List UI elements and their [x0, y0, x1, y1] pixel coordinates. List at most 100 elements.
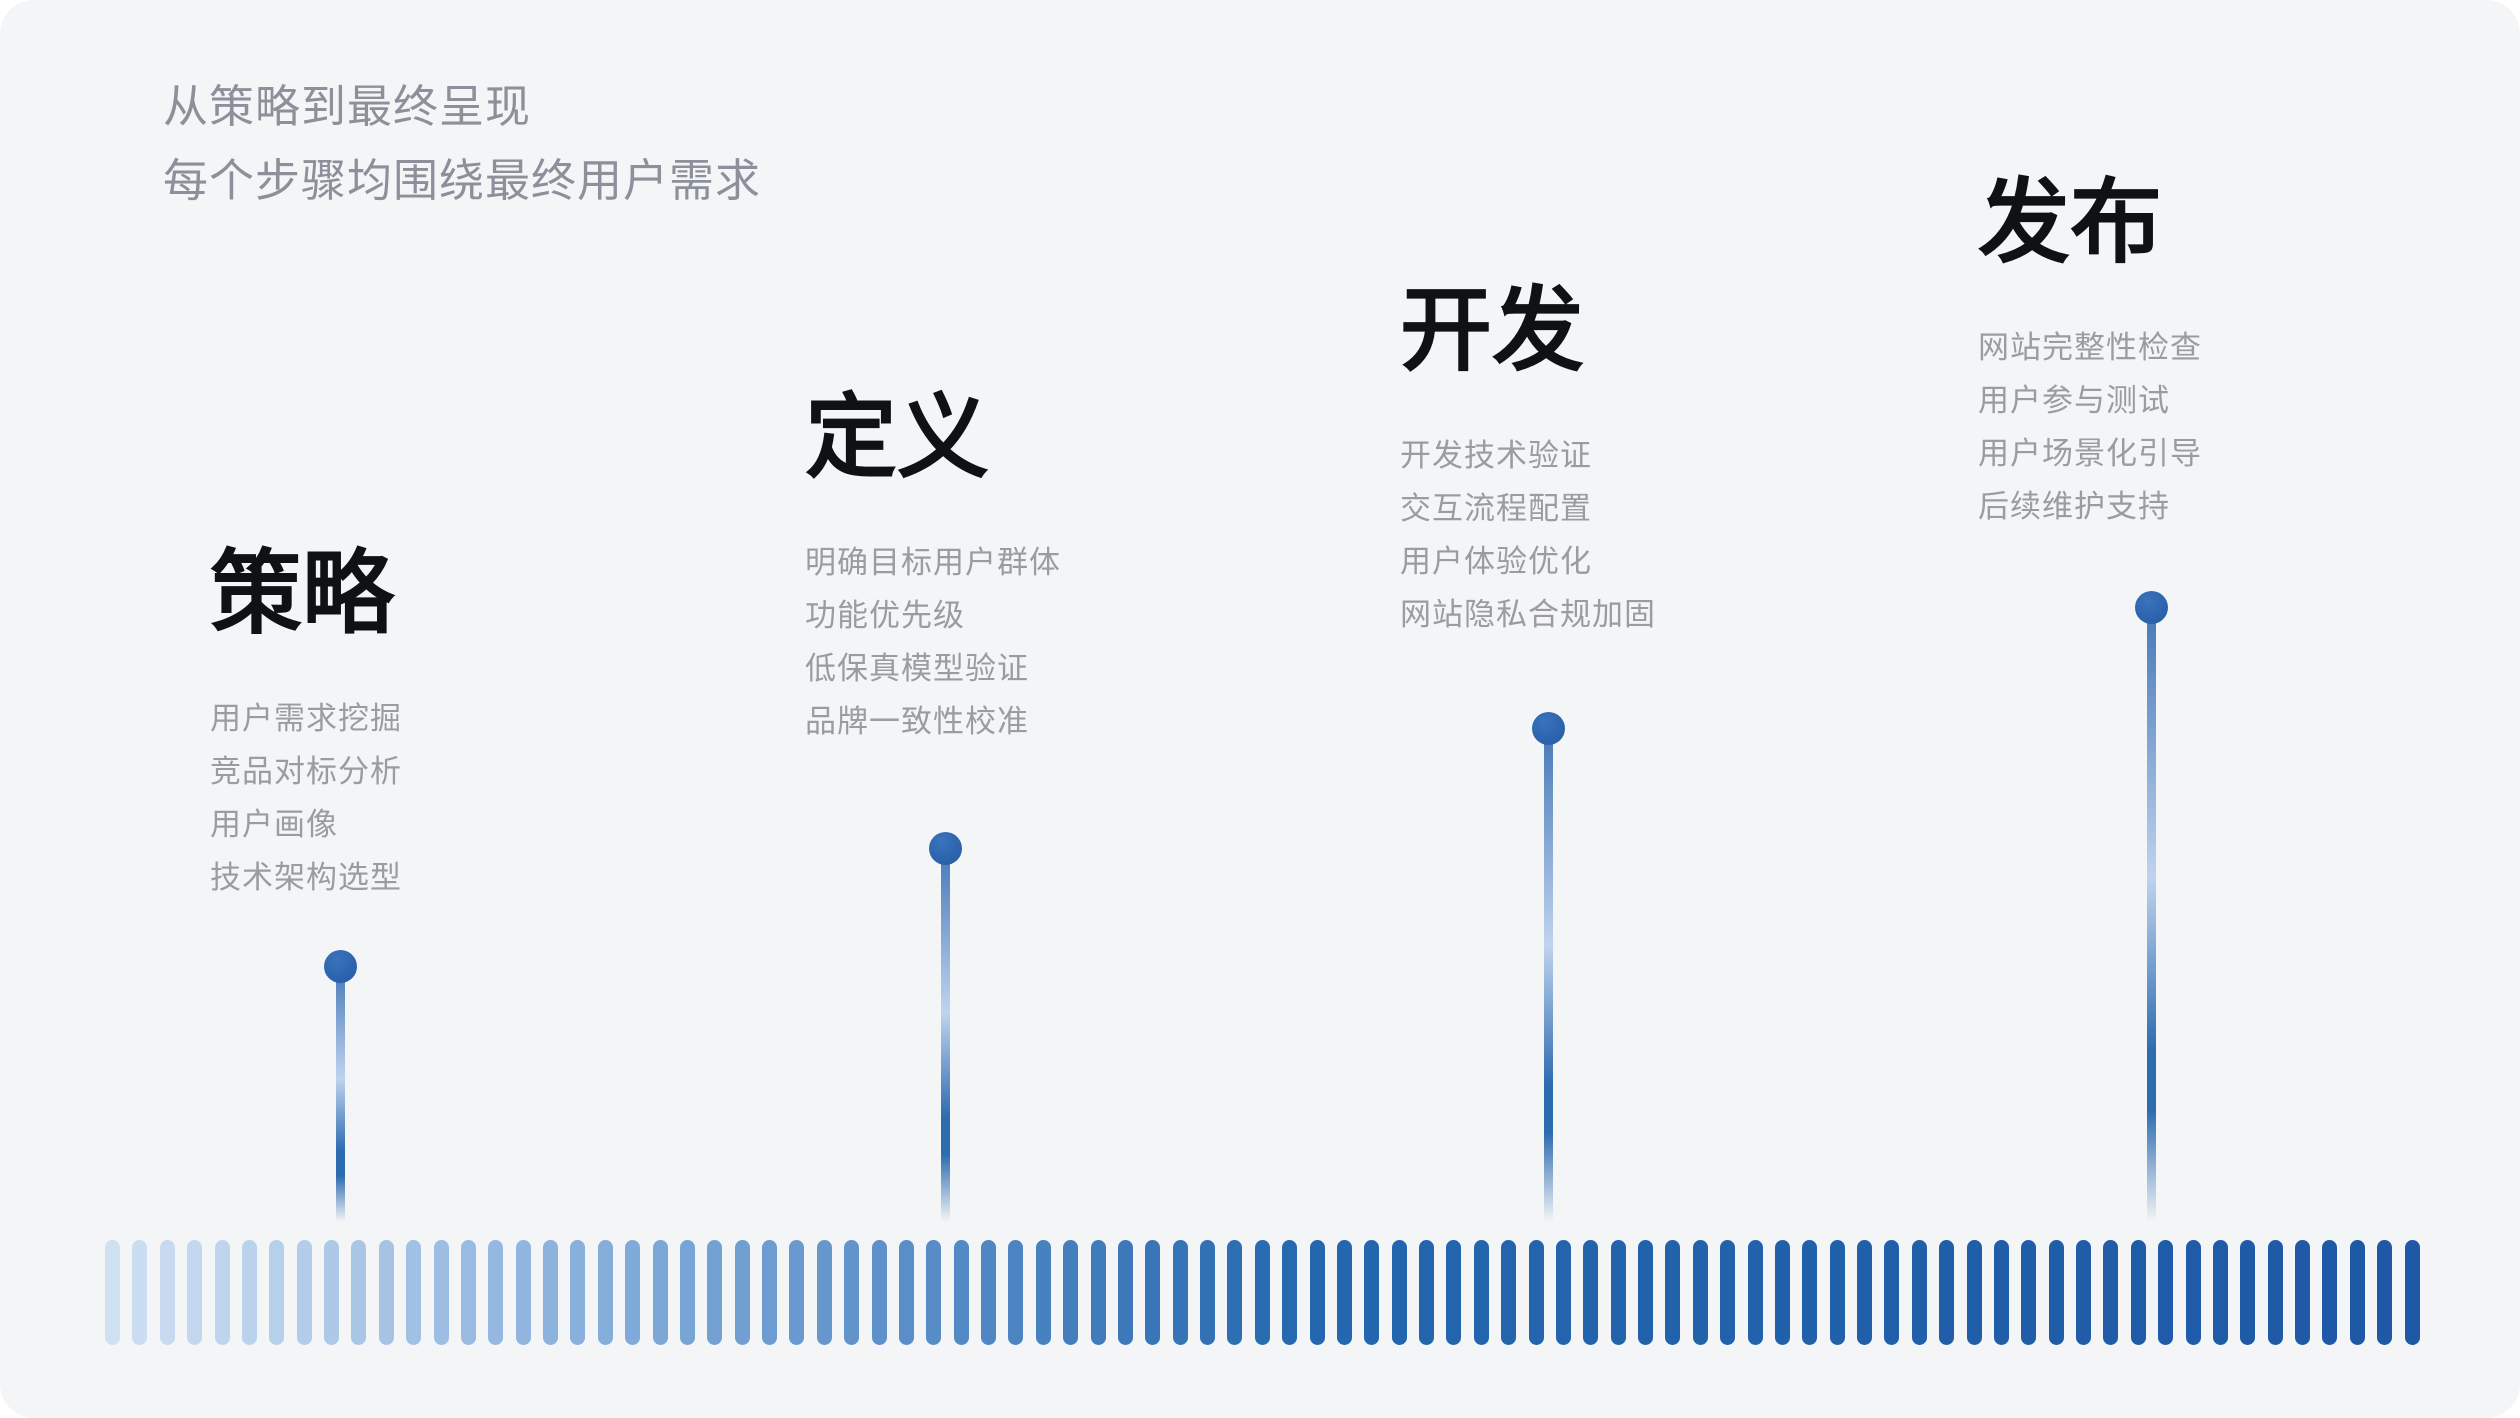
stage-item-list: 明确目标用户群体功能优先级低保真模型验证品牌一致性校准 — [805, 536, 1061, 748]
gradient-bar — [597, 1240, 613, 1345]
gradient-bar — [1200, 1240, 1215, 1345]
gradient-bar — [981, 1240, 996, 1345]
gradient-bar — [1227, 1240, 1243, 1345]
gradient-bar — [2076, 1240, 2091, 1345]
gradient-bar — [187, 1240, 203, 1345]
stage-item: 明确目标用户群体 — [805, 545, 1061, 580]
subtitle-line-2: 每个步骤均围绕最终用户需求 — [163, 155, 762, 206]
gradient-bar — [2158, 1240, 2174, 1345]
gradient-bar — [460, 1240, 476, 1345]
gradient-bar — [2267, 1240, 2283, 1345]
stage-item: 后续维护支持 — [1978, 489, 2170, 524]
gradient-bar — [1254, 1240, 1270, 1345]
gradient-bar — [241, 1240, 257, 1345]
gradient-bar — [1911, 1240, 1927, 1345]
gradient-bar — [1172, 1240, 1188, 1345]
gradient-bar — [2295, 1240, 2310, 1345]
stage-block-4: 发布网站完整性检查用户参与测试用户场景化引导后续维护支持 — [1978, 177, 2202, 533]
gradient-bar — [762, 1240, 777, 1345]
gradient-bar — [1610, 1240, 1626, 1345]
gradient-bar — [625, 1240, 641, 1345]
pin-line-4 — [2146, 607, 2156, 1222]
stage-item: 竞品对标分析 — [210, 754, 402, 789]
gradient-bar — [159, 1240, 175, 1345]
gradient-bar — [269, 1240, 285, 1345]
gradient-bar — [1692, 1240, 1708, 1345]
gradient-bar — [1473, 1240, 1489, 1345]
gradient-bar — [296, 1240, 312, 1345]
stage-block-2: 定义明确目标用户群体功能优先级低保真模型验证品牌一致性校准 — [805, 392, 1061, 748]
gradient-bar — [1309, 1240, 1325, 1345]
gradient-bar — [2048, 1240, 2064, 1345]
gradient-bar — [1993, 1240, 2009, 1345]
gradient-bar — [2185, 1240, 2201, 1345]
subtitle-line-1: 从策略到最终呈现 — [163, 81, 532, 132]
stage-item: 功能优先级 — [805, 598, 965, 633]
stage-item: 用户场景化引导 — [1978, 436, 2202, 471]
gradient-bar — [1008, 1240, 1024, 1345]
gradient-bar — [1802, 1240, 1818, 1345]
stage-item: 用户画像 — [210, 807, 338, 842]
gradient-bar — [1583, 1240, 1599, 1345]
gradient-bar — [1063, 1240, 1079, 1345]
gradient-bar — [679, 1240, 695, 1345]
stage-block-1: 策略用户需求挖掘竞品对标分析用户画像技术架构选型 — [210, 548, 402, 904]
gradient-bar — [652, 1240, 668, 1345]
slide-subtitle: 从策略到最终呈现 每个步骤均围绕最终用户需求 — [163, 70, 761, 218]
gradient-bar — [105, 1240, 120, 1345]
stage-title: 策略 — [210, 543, 395, 645]
gradient-bar — [1391, 1240, 1407, 1345]
gradient-bar — [2349, 1240, 2365, 1345]
gradient-bar — [734, 1240, 750, 1345]
gradient-bar — [1774, 1240, 1790, 1345]
gradient-bar — [2212, 1240, 2228, 1345]
gradient-bar — [1857, 1240, 1872, 1345]
stage-item: 网站完整性检查 — [1978, 330, 2202, 365]
gradient-bar — [1638, 1240, 1653, 1345]
gradient-bar — [2021, 1240, 2037, 1345]
stage-item: 品牌一致性校准 — [805, 704, 1029, 739]
stage-item: 交互流程配置 — [1400, 491, 1592, 526]
gradient-bar — [1966, 1240, 1982, 1345]
gradient-bar — [1720, 1240, 1736, 1345]
gradient-bar — [1336, 1240, 1352, 1345]
gradient-bar — [953, 1240, 969, 1345]
stage-title: 发布 — [1978, 172, 2163, 274]
gradient-bar — [1528, 1240, 1544, 1345]
gradient-bar — [2404, 1240, 2420, 1345]
pin-dot-icon — [928, 831, 962, 865]
gradient-bar — [515, 1240, 531, 1345]
gradient-bar — [871, 1240, 887, 1345]
gradient-bar — [2130, 1240, 2146, 1345]
stage-title: 定义 — [805, 387, 990, 489]
gradient-bar — [2103, 1240, 2119, 1345]
pin-line-2 — [940, 848, 950, 1222]
stage-title: 开发 — [1400, 280, 1585, 382]
gradient-bar — [2322, 1240, 2338, 1345]
gradient-bar — [1090, 1240, 1106, 1345]
gradient-bar — [324, 1240, 339, 1345]
gradient-bar — [378, 1240, 394, 1345]
gradient-bar — [1419, 1240, 1434, 1345]
gradient-bar — [543, 1240, 558, 1345]
stage-item: 用户参与测试 — [1978, 383, 2170, 418]
gradient-bar — [1884, 1240, 1900, 1345]
pin-line-1 — [335, 966, 345, 1222]
gradient-bar — [1747, 1240, 1763, 1345]
stage-item: 用户体验优化 — [1400, 544, 1592, 579]
gradient-bar — [926, 1240, 942, 1345]
gradient-bar — [1829, 1240, 1845, 1345]
gradient-bar — [1035, 1240, 1051, 1345]
pin-dot-icon — [323, 949, 357, 983]
stage-item: 用户需求挖掘 — [210, 701, 402, 736]
stage-item: 低保真模型验证 — [805, 651, 1029, 686]
gradient-bar — [816, 1240, 832, 1345]
gradient-bar — [1117, 1240, 1133, 1345]
gradient-bar — [1364, 1240, 1380, 1345]
stage-item-list: 网站完整性检查用户参与测试用户场景化引导后续维护支持 — [1978, 321, 2202, 533]
gradient-bar — [1145, 1240, 1161, 1345]
gradient-bar — [1665, 1240, 1681, 1345]
gradient-bar — [898, 1240, 914, 1345]
gradient-bar — [789, 1240, 805, 1345]
